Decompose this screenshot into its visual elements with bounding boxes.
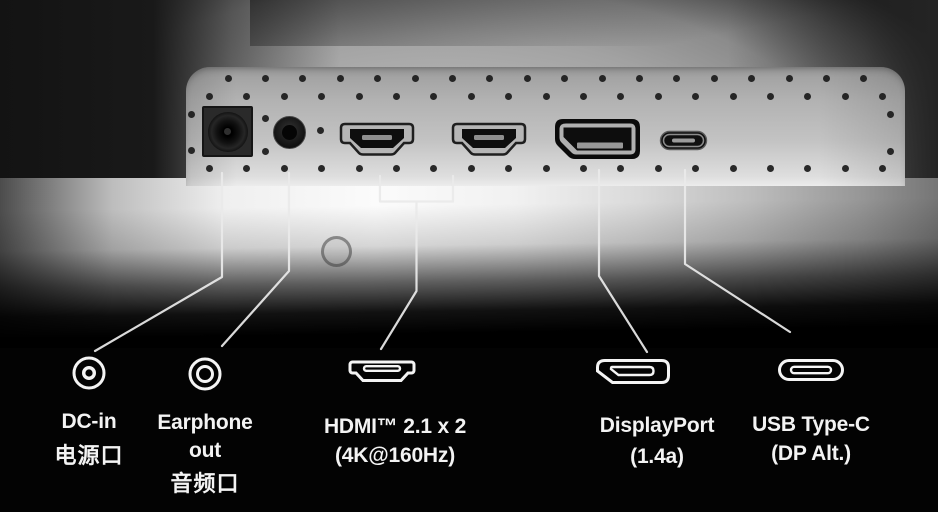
earphone-label-line1: Earphone <box>157 411 253 434</box>
hdmi-label: HDMI™ 2.1 x 2 <box>323 415 467 438</box>
displayport-port <box>555 119 640 159</box>
audio-jack-port <box>273 116 306 149</box>
dc-in-label-zh: 电源口 <box>54 442 124 468</box>
legend-earphone-out: Earphone out 音频口 <box>132 355 278 496</box>
legend-displayport: DisplayPort (1.4a) <box>569 358 745 470</box>
hdmi-port-2 <box>451 122 527 156</box>
legend-usb-type-c: USB Type-C (DP Alt.) <box>723 358 899 467</box>
hdmi-port-1 <box>339 122 415 156</box>
displayport-spec: (1.4a) <box>630 444 684 468</box>
usb-c-port <box>659 130 708 151</box>
earphone-label-zh: 音频口 <box>170 470 240 496</box>
displayport-label: DisplayPort <box>599 414 715 437</box>
audio-jack-hole <box>282 125 297 140</box>
dc-jack-pin <box>223 127 232 136</box>
legend-dc-in: DC-in 电源口 <box>16 354 162 468</box>
dc-power-port <box>202 106 253 157</box>
hdmi-icon <box>348 359 416 389</box>
dc-in-label: DC-in <box>61 410 117 433</box>
usb-type-c-label: USB Type-C <box>752 413 870 436</box>
dc-in-icon <box>70 354 108 397</box>
displayport-icon <box>595 358 671 390</box>
monitor-rear-panel <box>186 67 905 186</box>
dc-jack-barrel <box>207 111 248 152</box>
usb-type-c-spec: (DP Alt.) <box>771 441 851 465</box>
background-shadow-top <box>250 0 938 46</box>
desk-shadow-fade <box>0 178 938 348</box>
earphone-out-icon <box>186 355 224 398</box>
screw-hole <box>321 236 352 267</box>
legend-hdmi: HDMI™ 2.1 x 2 (4K@160Hz) <box>299 359 491 469</box>
hdmi-spec: (4K@160Hz) <box>334 443 455 467</box>
earphone-label-line2: out <box>188 438 222 462</box>
usb-type-c-icon <box>777 358 845 387</box>
